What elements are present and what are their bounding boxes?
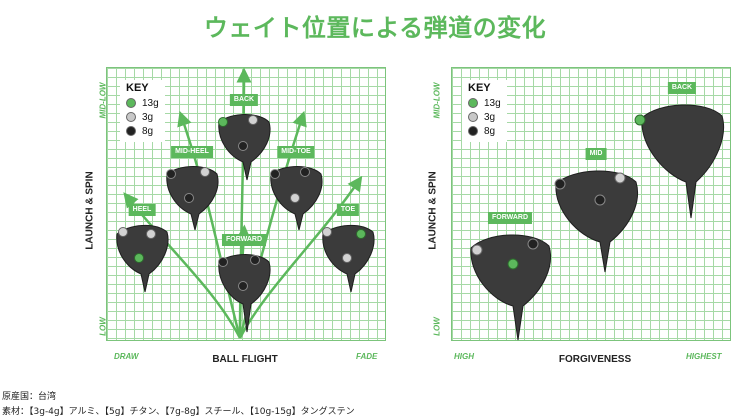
x-axis-label: FORGIVENESS bbox=[558, 354, 632, 365]
key-title: KEY bbox=[468, 82, 491, 94]
key-label: 8g bbox=[484, 125, 496, 137]
arrow-heel bbox=[123, 192, 242, 339]
key-title: KEY bbox=[126, 82, 149, 94]
driver-head-back-icon bbox=[218, 114, 271, 181]
key-item-13g: 13g bbox=[468, 96, 501, 110]
key-item-8g: 8g bbox=[126, 124, 159, 138]
green-dot-icon bbox=[126, 98, 136, 108]
tag-forward: FORWARD bbox=[487, 212, 533, 224]
key-legend: KEY 13g 3g 8g bbox=[120, 80, 165, 142]
arrow-toe bbox=[238, 175, 363, 339]
driver-head-forward-icon bbox=[218, 254, 271, 333]
driver-head-forward-icon bbox=[470, 234, 551, 341]
x-axis-label: BALL FLIGHT bbox=[212, 354, 278, 365]
gray-dot-icon bbox=[126, 112, 136, 122]
key-label: 13g bbox=[142, 97, 159, 109]
driver-head-mid-heel-icon bbox=[166, 166, 219, 231]
key-label: 13g bbox=[484, 97, 501, 109]
gray-dot-icon bbox=[468, 112, 478, 122]
x-tick-left: HIGH bbox=[454, 352, 474, 361]
y-tick-top: MID-LOW bbox=[432, 82, 442, 119]
key-label: 8g bbox=[142, 125, 154, 137]
tag-back: BACK bbox=[229, 94, 259, 106]
black-dot-icon bbox=[126, 126, 136, 136]
green-dot-icon bbox=[468, 98, 478, 108]
x-tick-right: HIGHEST bbox=[686, 352, 722, 361]
key-item-13g: 13g bbox=[126, 96, 159, 110]
key-label: 3g bbox=[484, 111, 496, 123]
tag-mid-heel: MID-HEEL bbox=[171, 146, 213, 158]
origin-text: 原産国：台湾 bbox=[2, 392, 57, 402]
tag-mid-toe: MID-TOE bbox=[277, 146, 315, 158]
black-dot-icon bbox=[468, 126, 478, 136]
key-item-3g: 3g bbox=[468, 110, 501, 124]
key-item-3g: 3g bbox=[126, 110, 159, 124]
material-text: 素材：【3g-4g】アルミ、【5g】チタン、【7g-8g】スチール、【10g-1… bbox=[2, 407, 355, 417]
driver-head-back-icon bbox=[634, 104, 724, 219]
tag-heel: HEEL bbox=[128, 204, 156, 216]
driver-head-heel-icon bbox=[116, 225, 169, 293]
x-tick-right: FADE bbox=[356, 352, 378, 361]
tag-toe: TOE bbox=[336, 204, 360, 216]
key-legend: KEY 13g 3g 8g bbox=[462, 80, 507, 142]
tag-forward: FORWARD bbox=[221, 234, 267, 246]
driver-head-mid-toe-icon bbox=[270, 166, 323, 231]
x-tick-left: DRAW bbox=[114, 352, 139, 361]
driver-head-toe-icon bbox=[322, 225, 375, 293]
tag-back: BACK bbox=[667, 82, 697, 94]
key-item-8g: 8g bbox=[468, 124, 501, 138]
tag-mid: MID bbox=[585, 148, 607, 160]
key-label: 3g bbox=[142, 111, 154, 123]
page-title: ウェイト位置による弾道の変化 bbox=[203, 14, 547, 42]
driver-head-mid-icon bbox=[554, 170, 638, 273]
y-tick-bottom: LOW bbox=[432, 317, 442, 336]
y-axis-label: LAUNCH & SPIN bbox=[427, 171, 439, 250]
